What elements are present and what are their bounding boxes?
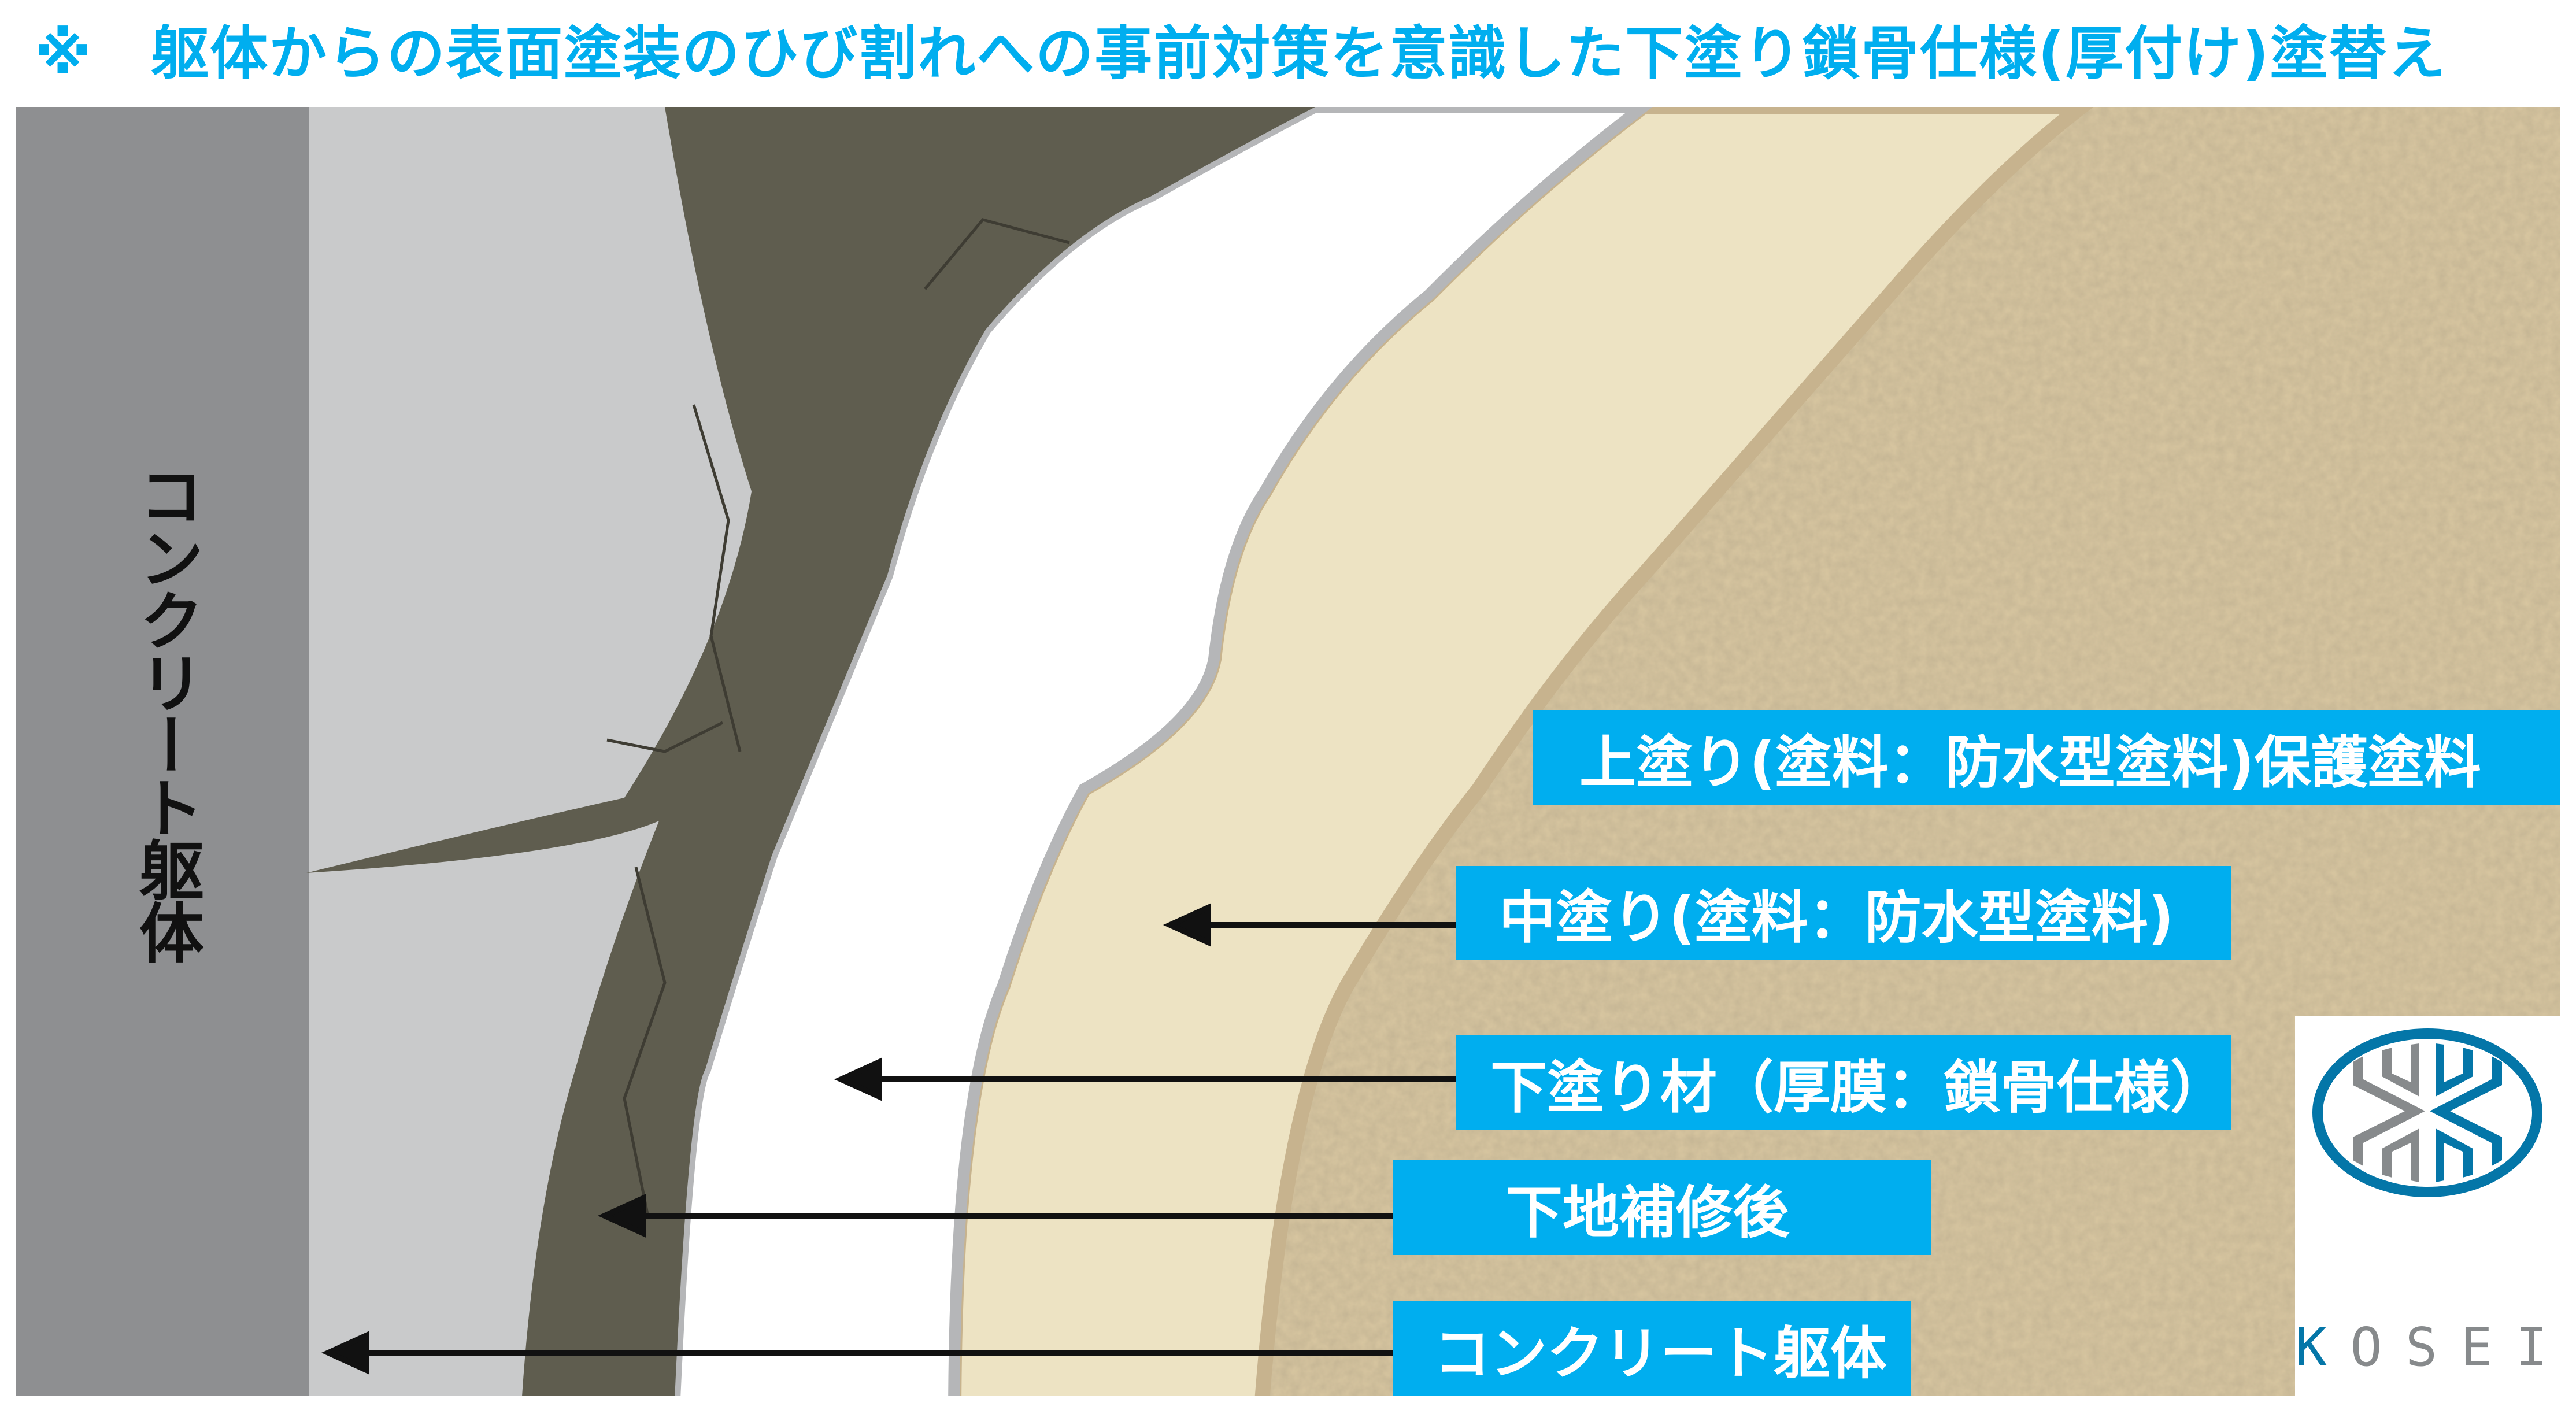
label-primer: 下塗り材（厚膜：鎖骨仕様）: [1456, 1035, 2231, 1130]
label-concrete: コンクリート躯体: [1393, 1301, 1911, 1396]
label-top-coat: 上塗り(塗料：防水型塗料)保護塗料: [1533, 710, 2560, 805]
label-mid-coat: 中塗り(塗料：防水型塗料): [1456, 866, 2231, 960]
kosei-logo: KOSEI: [2295, 1016, 2560, 1396]
label-text: 上塗り(塗料：防水型塗料)保護塗料: [1579, 730, 2481, 796]
crack-lines: [606, 218, 1070, 1215]
kosei-emblem-icon: [2312, 1028, 2542, 1197]
label-text: コンクリート躯体: [1434, 1320, 1887, 1387]
page-title: ※ 躯体からの表面塗装のひび割れへの事前対策を意識した下塗り鎖骨仕様(厚付け)塗…: [35, 20, 2447, 87]
crack-repair-band: [306, 107, 1315, 1396]
concrete-dark-band: [16, 107, 309, 1396]
kosei-wordmark: KOSEI: [2295, 1316, 2571, 1378]
primer-white-layer: [669, 107, 1653, 1396]
label-substrate-repair: 下地補修後: [1393, 1160, 1931, 1255]
label-text: 下地補修後: [1506, 1179, 1790, 1246]
label-text: 中塗り(塗料：防水型塗料): [1499, 885, 2174, 951]
label-text: 下塗り材（厚膜：鎖骨仕様）: [1490, 1054, 2227, 1121]
leader-arrows: [321, 903, 1456, 1375]
concrete-vertical-label: コンクリート躯体: [128, 462, 203, 962]
